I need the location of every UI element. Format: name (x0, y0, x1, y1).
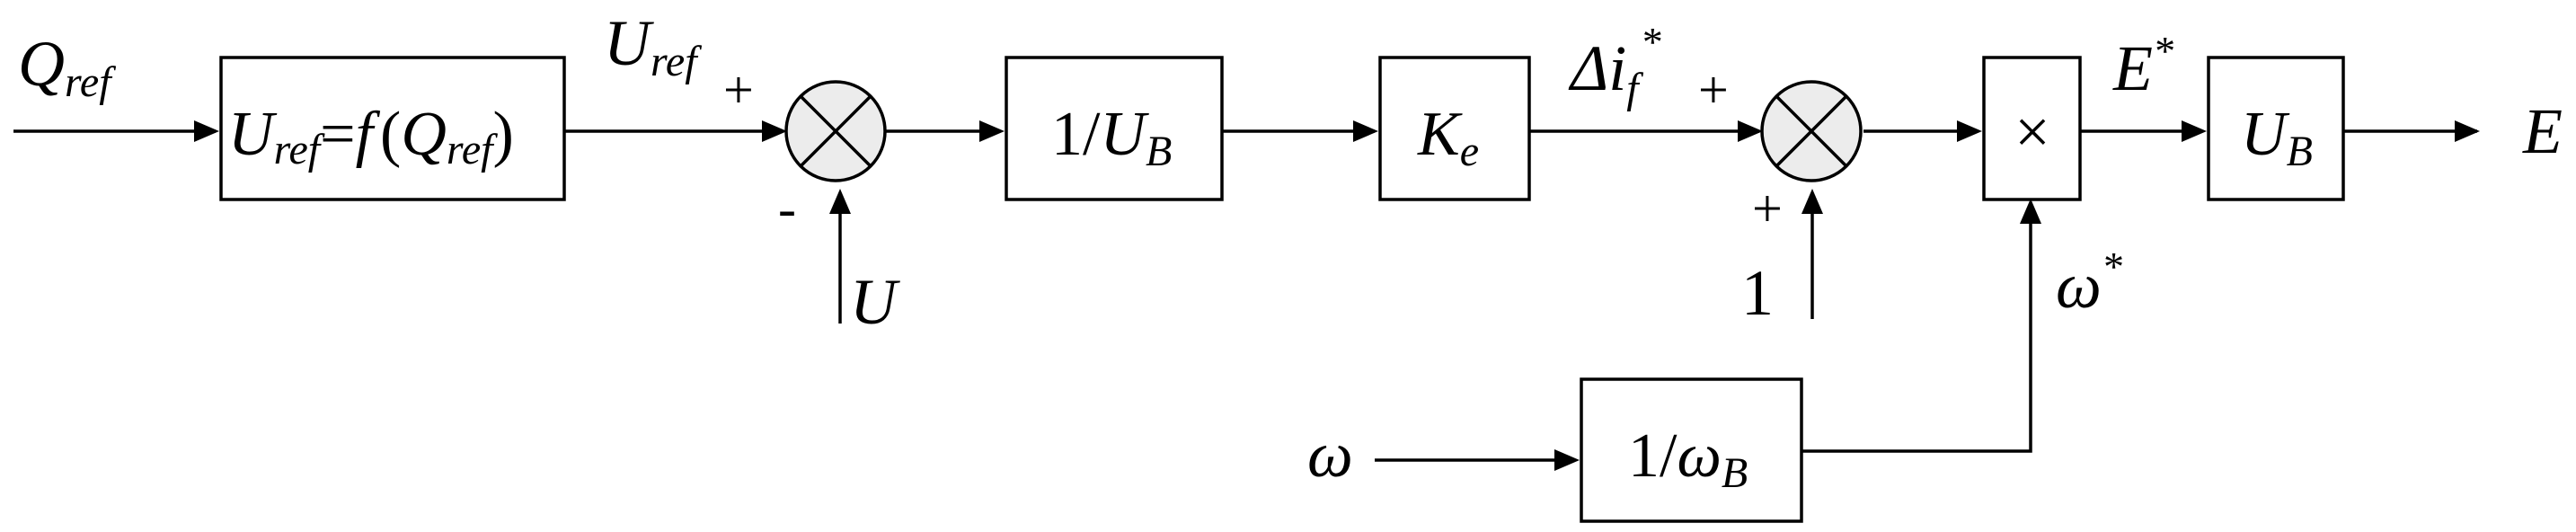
block-uref-function: Uref=f(Qref) (219, 56, 566, 201)
func-ref2: ref (447, 126, 498, 173)
signal-u-measured: U (850, 266, 900, 338)
arrowhead-into-invomegab (1554, 449, 1580, 471)
signal-e-output: E (2522, 95, 2563, 167)
sum1-plus-sign: + (723, 60, 754, 120)
block-inv-omegab: 1/ωB (1580, 377, 1803, 523)
svg-text:1/UB: 1/UB (1051, 100, 1172, 175)
wire-invomegab-to-mult (1801, 208, 2032, 453)
arrowhead-into-ke (1353, 120, 1378, 142)
arrowhead-into-ub (2182, 120, 2207, 142)
inv-ub-u: U (1100, 100, 1149, 169)
svg-text:Uref=f(Qref): Uref=f(Qref) (228, 100, 514, 173)
arrowhead-up-into-sum1 (829, 189, 851, 214)
signal-delta-if-star: Δif* (1568, 19, 1661, 112)
func-eq: = (320, 100, 355, 169)
func-q: Q (401, 100, 447, 169)
arrowhead-up-into-mult (2020, 199, 2041, 224)
arrowhead-into-invub (979, 120, 1005, 142)
block-ke: Ke (1378, 56, 1531, 201)
inv-omegab-w: ω (1677, 421, 1721, 491)
arrowhead-to-e (2455, 120, 2480, 142)
signal-q-ref: Qref (18, 28, 116, 106)
sum1-minus-sign: - (778, 179, 796, 238)
signal-one: 1 (1741, 257, 1774, 329)
arrowheads (194, 120, 2480, 471)
summing-junction-2 (1760, 80, 1863, 182)
ub-u: U (2241, 100, 2290, 169)
arrowhead-into-sum1 (762, 120, 787, 142)
arrowhead-up-into-sum2 (1801, 189, 1823, 214)
mult-symbol: × (2014, 98, 2049, 167)
block-inv-ub: 1/UB (1005, 56, 1224, 201)
ub-sub: B (2287, 128, 2313, 175)
connections (13, 129, 2477, 462)
func-paren-open: ( (380, 100, 401, 169)
svg-text:1/ωB: 1/ωB (1628, 421, 1748, 497)
ke-k: K (1417, 100, 1463, 169)
block-ub: UB (2207, 56, 2345, 201)
svg-text:UB: UB (2241, 100, 2313, 175)
signal-omega-star: ω* (2056, 244, 2122, 322)
summing-junction-1 (784, 80, 887, 182)
arrowhead-into-mult (1957, 120, 1982, 142)
func-paren-close: ) (492, 100, 513, 169)
signal-omega: ω (1307, 419, 1353, 491)
svg-text:Ke: Ke (1417, 100, 1479, 175)
ke-sub: e (1460, 128, 1479, 175)
inv-ub-num: 1/ (1051, 100, 1101, 169)
inv-omegab-sub: B (1722, 449, 1748, 497)
arrowhead-into-sum2 (1738, 120, 1763, 142)
sum2-plus-left-sign: + (1698, 60, 1729, 120)
sum2-plus-bottom-sign: + (1752, 179, 1783, 238)
inv-ub-sub: B (1146, 128, 1172, 175)
inv-omegab-num: 1/ (1628, 421, 1677, 491)
block-multiplier: × (1982, 56, 2082, 201)
signal-e-star: E* (2112, 28, 2173, 104)
func-ref1: ref (274, 126, 325, 173)
func-u: U (228, 100, 278, 169)
arrowhead-into-func (194, 120, 219, 142)
signal-u-ref: Uref (604, 7, 702, 85)
